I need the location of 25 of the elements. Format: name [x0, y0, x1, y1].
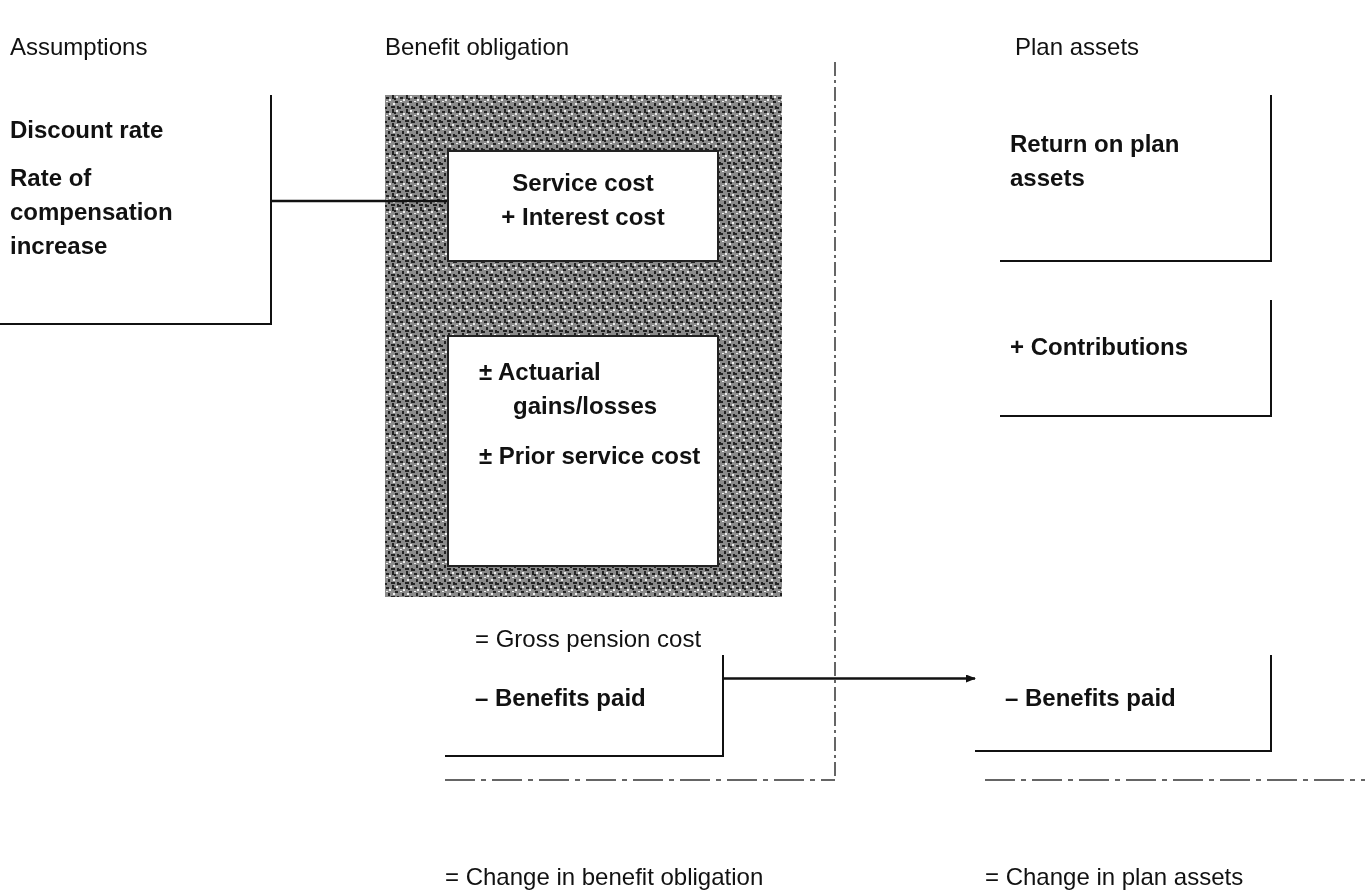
- node-text: Discount rate: [10, 115, 165, 145]
- node-text: ± Prior service cost: [479, 441, 702, 471]
- process-box: [447, 335, 719, 567]
- node-text: + Interest cost: [500, 202, 666, 232]
- node-text: Rate of compensation increase: [10, 163, 174, 261]
- bracket-box: [1000, 300, 1272, 417]
- node-text: – Benefits paid: [1005, 683, 1177, 713]
- connector-arrow: [724, 674, 976, 683]
- node-text: Return on plan assets: [1010, 129, 1181, 193]
- column-heading: Plan assets: [1015, 32, 1141, 62]
- bracket-box: [445, 655, 724, 757]
- column-heading: Assumptions: [10, 32, 149, 62]
- node-text: ± Actuarial gains/losses: [479, 357, 659, 421]
- column-heading: Benefit obligation: [385, 32, 571, 62]
- process-box: [447, 150, 719, 262]
- sum-text: = Gross pension cost: [475, 624, 703, 654]
- node-text: + Contributions: [1010, 332, 1189, 362]
- node-text: Service cost: [511, 168, 655, 198]
- bracket-box: [975, 655, 1272, 752]
- total-text: = Change in plan assets: [985, 862, 1245, 892]
- bracket-box: [1000, 95, 1272, 262]
- total-text: = Change in benefit obligation: [445, 862, 765, 892]
- bracket-box: [0, 95, 272, 325]
- shaded-panel: [385, 95, 782, 597]
- node-text: – Benefits paid: [475, 683, 647, 713]
